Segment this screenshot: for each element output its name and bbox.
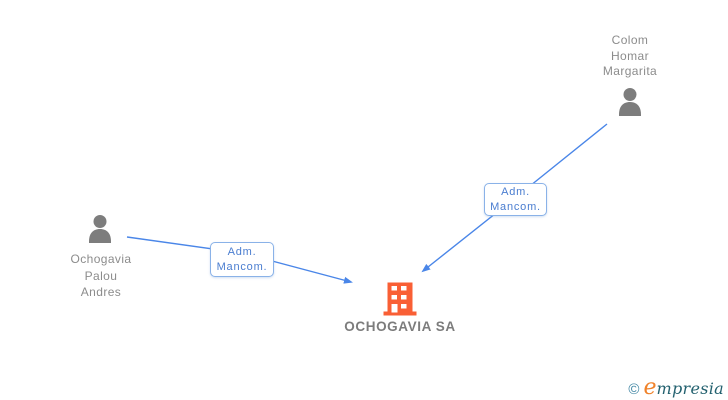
person-name-label: Colom Homar Margarita [602, 33, 658, 78]
copyright-icon: © [628, 381, 640, 398]
edge-label-adm-mancom-left: Adm. Mancom. [210, 242, 274, 277]
person-icon [617, 88, 643, 116]
edge-label-adm-mancom-right: Adm. Mancom. [484, 183, 547, 216]
empresia-logo: © e mpresia [628, 375, 724, 400]
person-name-label: Ochogavia Palou Andres [70, 252, 132, 299]
company-name-label: OCHOGAVIA SA [344, 319, 456, 334]
brand-name: mpresia [656, 379, 724, 398]
person-icon [87, 215, 113, 243]
brand-initial: e [643, 375, 657, 400]
building-icon [383, 282, 417, 322]
